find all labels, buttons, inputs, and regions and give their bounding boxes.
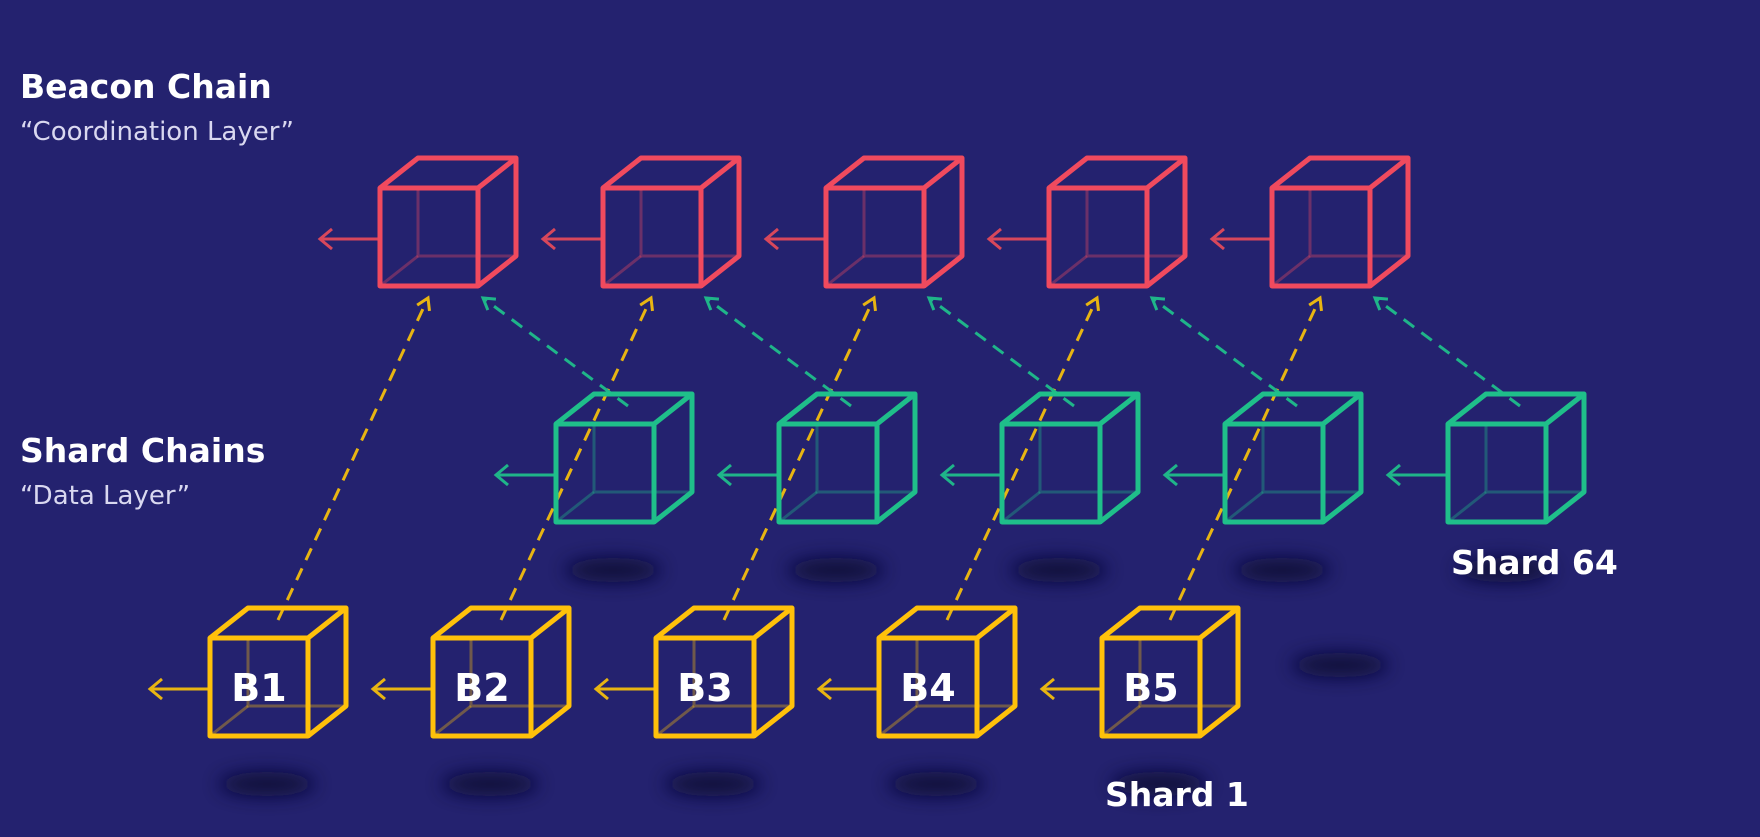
- block-shadow: [1292, 653, 1388, 677]
- block-shadow: [1457, 558, 1553, 582]
- block-label: B3: [677, 666, 732, 710]
- block-label: B2: [454, 666, 509, 710]
- shard-64-chain-arrow-5: [1385, 463, 1446, 487]
- beacon-chain-title: Beacon Chain: [20, 67, 272, 106]
- shard-1-row: B1 B2 B3 B4 B5: [207, 605, 1241, 739]
- shard-64-block-3: [999, 391, 1141, 525]
- shard-1-label: Shard 1: [1105, 775, 1249, 814]
- block-shadow: [1234, 558, 1330, 582]
- shard-64-row: [553, 391, 1587, 525]
- shard-64-block-2: [776, 391, 918, 525]
- beacon-block-5: [1269, 155, 1411, 289]
- beacon-block-3: [823, 155, 965, 289]
- block-shadow: [1011, 558, 1107, 582]
- shard-1-chain-arrow-1: [147, 677, 208, 701]
- shard-chains-title: Shard Chains: [20, 431, 265, 470]
- beacon-chain-arrow-1: [317, 227, 378, 251]
- block-label: B5: [1123, 666, 1178, 710]
- shard-64-to-beacon-link-5: [1372, 296, 1521, 408]
- beacon-block-1: [377, 155, 519, 289]
- beacon-block-2: [600, 155, 742, 289]
- shard-64-chain-arrow-1: [493, 463, 554, 487]
- block-label: B1: [231, 666, 286, 710]
- shard-1-chain-arrow-4: [816, 677, 877, 701]
- shard-64-label: Shard 64: [1451, 543, 1618, 582]
- cross-links: [276, 295, 1521, 621]
- beacon-chain-subtitle: “Coordination Layer”: [20, 117, 294, 147]
- shard-64-to-beacon-link-1: [480, 296, 629, 408]
- block-shadow: [219, 772, 315, 796]
- beacon-chain-arrow-3: [763, 227, 824, 251]
- shard-64-block-1: [553, 391, 695, 525]
- block-shadow: [565, 558, 661, 582]
- shard-1-block-4: B4: [876, 605, 1018, 739]
- block-shadow: [665, 772, 761, 796]
- shard-1-to-beacon-link-3: [722, 295, 877, 621]
- shard-64-to-beacon-link-4: [1149, 296, 1298, 408]
- shard-1-to-beacon-link-1: [276, 295, 431, 621]
- beacon-chain-arrow-4: [986, 227, 1047, 251]
- beacon-chain-arrow-5: [1209, 227, 1270, 251]
- shard-64-chain-arrow-3: [939, 463, 1000, 487]
- block-shadow: [788, 558, 884, 582]
- shard-1-block-2: B2: [430, 605, 572, 739]
- shard-1-chain-arrow-3: [593, 677, 654, 701]
- beacon-chain-arrow-2: [540, 227, 601, 251]
- shard-64-chain-arrow-2: [716, 463, 777, 487]
- beacon-chain-row: [377, 155, 1411, 289]
- shard-64-to-beacon-link-3: [926, 296, 1075, 408]
- shard-1-to-beacon-link-2: [499, 295, 654, 621]
- block-shadow: [888, 772, 984, 796]
- block-shadow: [442, 772, 538, 796]
- shard-1-block-5: B5: [1099, 605, 1241, 739]
- shard-1-chain-arrow-5: [1039, 677, 1100, 701]
- shard-1-chain-arrow-2: [370, 677, 431, 701]
- shard-chains-subtitle: “Data Layer”: [20, 481, 190, 511]
- chain-arrows: [147, 227, 1446, 701]
- shard-1-block-3: B3: [653, 605, 795, 739]
- beacon-block-4: [1046, 155, 1188, 289]
- block-label: B4: [900, 666, 955, 710]
- shard-1-block-1: B1: [207, 605, 349, 739]
- shard-64-block-4: [1222, 391, 1364, 525]
- block-shadows: [219, 558, 1553, 796]
- shard-64-chain-arrow-4: [1162, 463, 1223, 487]
- shard-1-to-beacon-link-4: [945, 295, 1100, 621]
- shard-1-to-beacon-link-5: [1168, 295, 1323, 621]
- block-shadow: [1111, 772, 1207, 796]
- shard-64-to-beacon-link-2: [703, 296, 852, 408]
- shard-64-block-5: [1445, 391, 1587, 525]
